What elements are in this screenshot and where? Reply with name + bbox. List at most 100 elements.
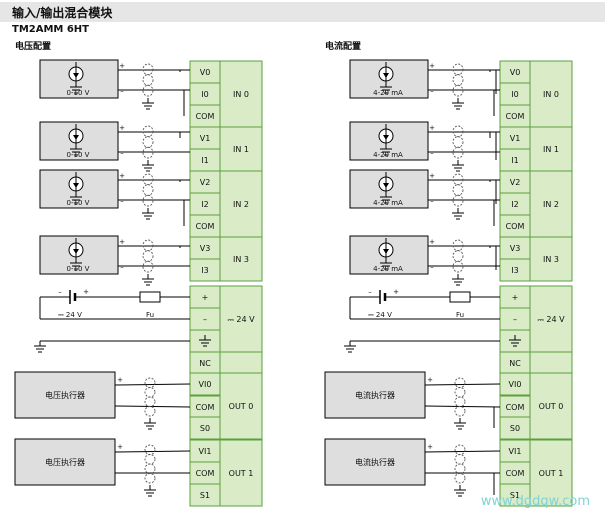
cable-shield-segment bbox=[452, 146, 464, 159]
shielded-cable-icon bbox=[454, 444, 466, 484]
model-name: TM2AMM 6HT bbox=[12, 24, 90, 35]
cable-shield-segment bbox=[454, 444, 466, 455]
actuator-box bbox=[324, 371, 426, 419]
cable-shield-segment bbox=[452, 260, 464, 273]
sensor-label: 4-20 mA bbox=[373, 151, 403, 159]
terminal-group-label: OUT 1 bbox=[539, 469, 564, 478]
terminal-v3: V3 bbox=[510, 244, 521, 253]
sensor-arrow bbox=[73, 135, 79, 140]
terminal-group-label: IN 1 bbox=[543, 145, 559, 154]
terminal-group-box bbox=[219, 351, 263, 375]
terminal-group-box bbox=[219, 60, 263, 128]
sensor-box bbox=[349, 59, 429, 99]
plus-sign: + bbox=[429, 124, 435, 132]
title-bar bbox=[0, 2, 605, 22]
terminal-i1: I1 bbox=[511, 156, 518, 165]
plus-sign: + bbox=[427, 443, 433, 451]
sensor-label: 0-10 V bbox=[67, 199, 90, 207]
cable-shield-segment bbox=[452, 136, 464, 148]
actuator-box bbox=[14, 438, 116, 486]
shielded-cable-icon bbox=[452, 173, 464, 207]
shielded-cable-icon bbox=[142, 173, 154, 207]
cable-shield-segment bbox=[454, 463, 466, 474]
terminal-group-box bbox=[529, 60, 573, 128]
terminal-group-box bbox=[529, 439, 573, 507]
cable-shield-segment bbox=[142, 125, 154, 138]
terminal-v2: V2 bbox=[510, 178, 521, 187]
cable-shield-segment bbox=[142, 74, 154, 86]
minus-sign: – bbox=[430, 149, 434, 157]
sensor-arrow bbox=[383, 249, 389, 254]
plus-sign: + bbox=[117, 376, 123, 384]
terminal-com: COM bbox=[506, 112, 525, 121]
plus-sign: + bbox=[117, 443, 123, 451]
cable-shield-segment bbox=[142, 63, 154, 76]
terminal-group-box bbox=[529, 170, 573, 238]
ground-icon bbox=[144, 418, 156, 430]
terminal-group-label: IN 0 bbox=[543, 90, 559, 99]
signal-wire bbox=[424, 450, 501, 453]
terminal-v1: V1 bbox=[200, 134, 211, 143]
terminal-group-label: OUT 1 bbox=[229, 469, 254, 478]
plus-sign: + bbox=[429, 62, 435, 70]
fuse-icon bbox=[449, 291, 471, 303]
ground-icon bbox=[34, 341, 46, 353]
minus-sign: – bbox=[430, 263, 434, 271]
terminal-group-box bbox=[219, 236, 263, 282]
watermark: www.dgdqw.com bbox=[481, 494, 590, 509]
sensor-source-icon bbox=[68, 172, 84, 204]
terminal-group-label: OUT 0 bbox=[229, 402, 254, 411]
actuator-box bbox=[324, 438, 426, 486]
sensor-label: 0-10 V bbox=[67, 265, 90, 273]
cable-shield-segment bbox=[142, 194, 154, 207]
shielded-cable-icon bbox=[144, 444, 156, 484]
ground-icon bbox=[70, 192, 82, 204]
terminal-v0: V0 bbox=[510, 68, 521, 77]
minus-sign: – bbox=[58, 288, 62, 296]
ground-icon bbox=[142, 98, 154, 110]
panel-heading: 电压配置 bbox=[15, 40, 51, 52]
sensor-source-icon bbox=[68, 238, 84, 270]
cable-shield-segment bbox=[454, 387, 466, 398]
terminal-v0: V0 bbox=[200, 68, 211, 77]
ground-icon bbox=[70, 258, 82, 270]
cable-shield-segment bbox=[142, 84, 154, 97]
cable-shield-segment bbox=[144, 377, 156, 388]
terminal-group-box bbox=[529, 236, 573, 282]
terminal-nc: NC bbox=[199, 359, 211, 368]
terminal-group-label: ⎓ 24 V bbox=[537, 315, 565, 324]
terminal-v1: V1 bbox=[510, 134, 521, 143]
terminal-i2: I2 bbox=[511, 200, 518, 209]
shielded-cable-icon bbox=[142, 125, 154, 159]
terminal-vi0: VI0 bbox=[199, 380, 212, 389]
sensor-box bbox=[349, 169, 429, 209]
fuse-icon bbox=[139, 291, 161, 303]
shielded-cable-icon bbox=[454, 377, 466, 417]
signal-wire bbox=[114, 450, 191, 453]
cable-shield-segment bbox=[452, 184, 464, 196]
plus-sign: + bbox=[429, 238, 435, 246]
terminal-group-label: IN 2 bbox=[233, 200, 249, 209]
cable-shield-segment bbox=[144, 396, 156, 407]
minus-sign: – bbox=[430, 197, 434, 205]
terminal-s0: S0 bbox=[510, 424, 520, 433]
terminal-v2: V2 bbox=[200, 178, 211, 187]
page-title: 输入/输出混合模块 bbox=[12, 6, 113, 20]
sensor-source-icon bbox=[68, 62, 84, 94]
terminal-s1: S1 bbox=[510, 491, 520, 500]
sensor-source-icon bbox=[378, 124, 394, 156]
minus-sign: – bbox=[120, 197, 124, 205]
shielded-cable-icon bbox=[142, 63, 154, 97]
terminal-s0: S0 bbox=[200, 424, 210, 433]
terminal-i1: I1 bbox=[201, 156, 208, 165]
terminal-group-box bbox=[219, 126, 263, 172]
terminal-group-label: IN 3 bbox=[233, 255, 249, 264]
fuse-label: Fu bbox=[456, 311, 464, 319]
ground-icon bbox=[142, 274, 154, 286]
ground-icon bbox=[454, 485, 466, 497]
terminal-group-box bbox=[219, 372, 263, 440]
cable-shield-segment bbox=[144, 387, 156, 398]
ground-icon bbox=[70, 144, 82, 156]
